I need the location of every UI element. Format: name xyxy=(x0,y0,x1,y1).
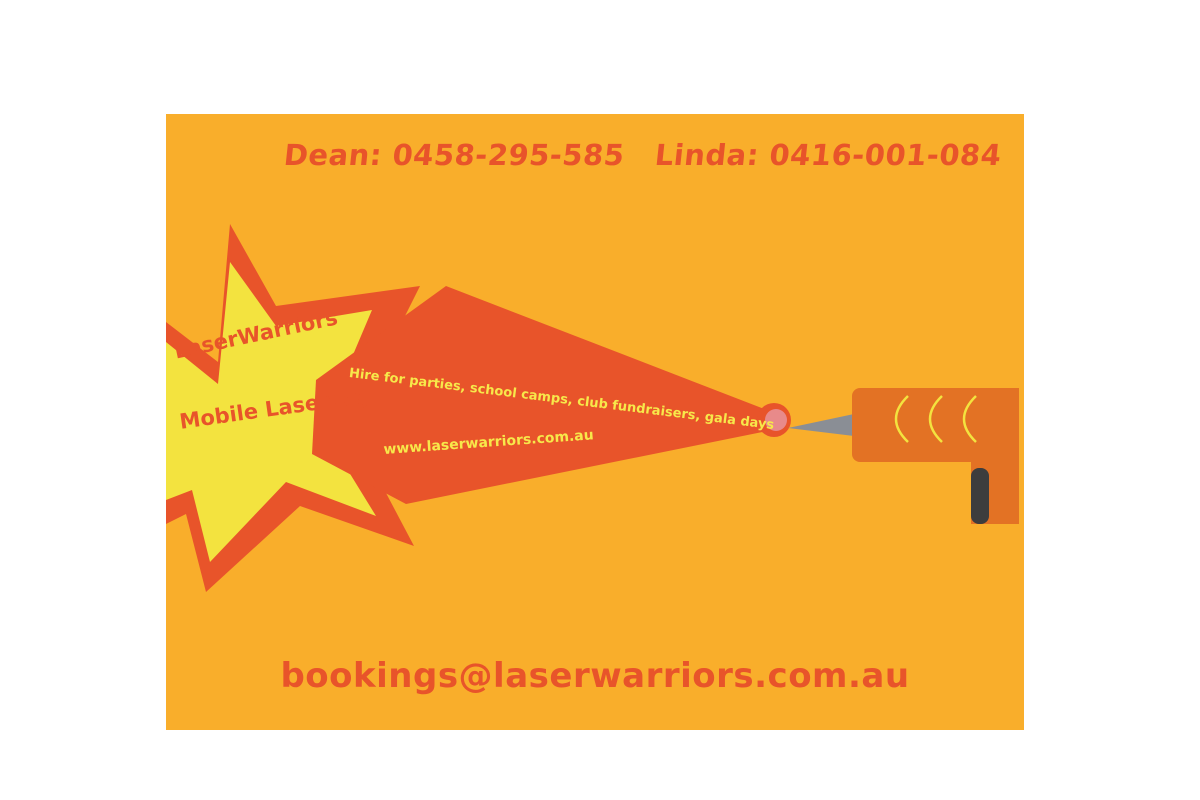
business-card: Dean: 0458-295-585 Linda: 0416-001-084 L… xyxy=(166,114,1024,730)
contact-dean: Dean: 0458-295-585 xyxy=(282,138,627,172)
laser-beam-icon xyxy=(312,286,772,504)
email-link[interactable]: bookings@laserwarriors.com.au xyxy=(280,656,910,696)
card-graphics xyxy=(166,224,1019,592)
laser-gun-icon xyxy=(852,388,1019,524)
starburst-inner xyxy=(166,262,450,562)
gun-nozzle xyxy=(788,414,854,436)
laser-tip-inner xyxy=(765,409,787,431)
contact-linda: Linda: 0416-001-084 xyxy=(653,138,1004,172)
